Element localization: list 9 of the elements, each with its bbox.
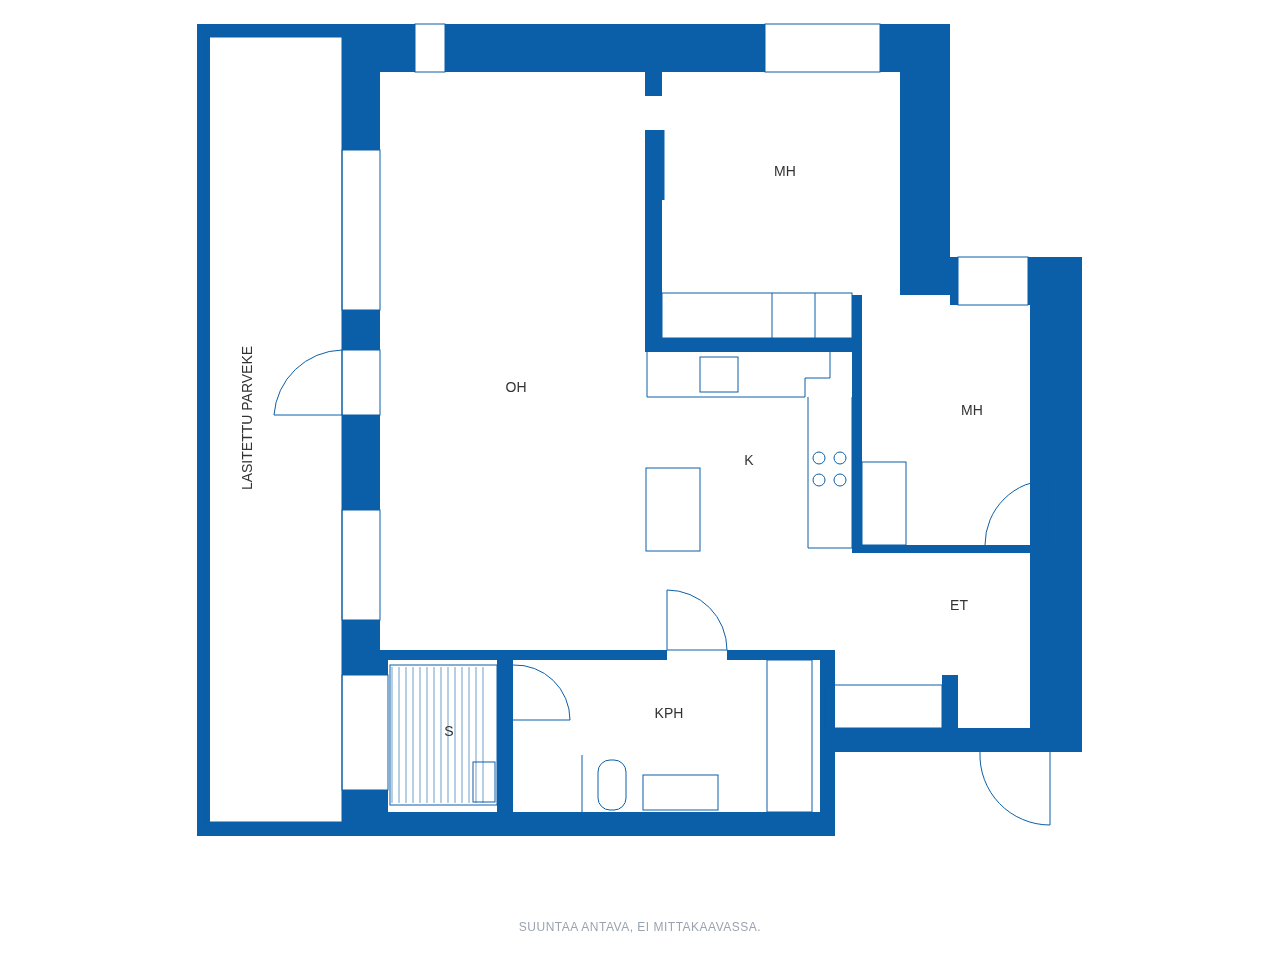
room-label: ET [950,597,968,613]
balcony-label: LASITETTU PARVEKE [239,345,255,491]
room-label: K [744,452,754,468]
disclaimer-note: SUUNTAA ANTAVA, EI MITTAKAAVASSA. [518,920,762,934]
room-label: MH [774,163,796,179]
room-label: KPH [654,705,684,721]
room-label: MH [961,402,983,418]
room-label: S [444,723,454,739]
room-label: OH [505,379,527,395]
